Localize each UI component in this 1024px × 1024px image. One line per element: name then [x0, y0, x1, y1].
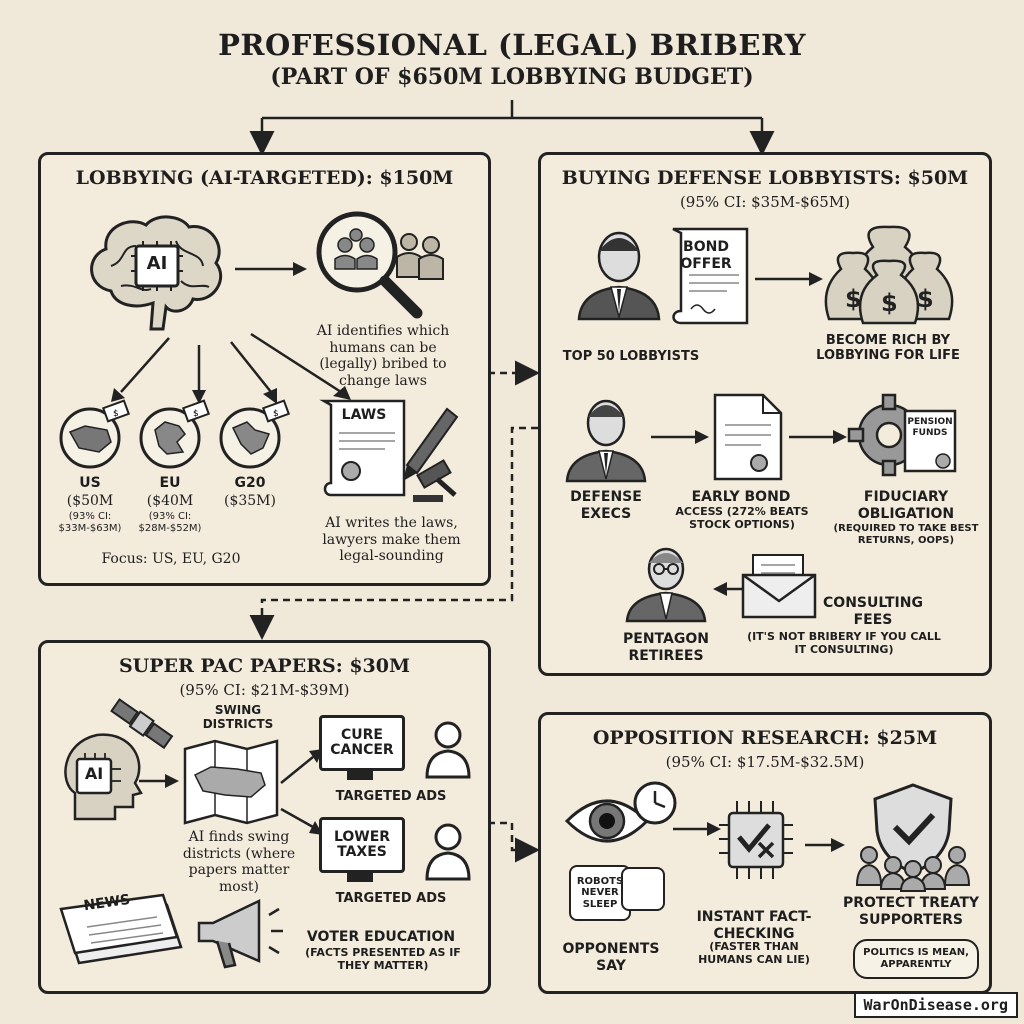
svg-text:$: $: [917, 285, 934, 313]
politics-pill: POLITICS IS MEAN, APPARENTLY: [853, 939, 979, 979]
brain-ai-chip-label: AI: [146, 253, 168, 274]
map-icon: [181, 739, 281, 825]
person-icon: [423, 821, 473, 881]
execs-label: DEFENSE EXECS: [570, 489, 642, 522]
defense-title: BUYING DEFENSE LOBBYISTS: $50M: [561, 167, 969, 189]
opposition-panel: OPPOSITION RESEARCH: $25M (95% CI: $17.5…: [538, 712, 992, 994]
arrow-right-icon: [805, 838, 845, 852]
magnifier-people-icon: [309, 207, 449, 322]
exec-icon: [561, 391, 651, 483]
opposition-title: OPPOSITION RESEARCH: $25M: [592, 727, 938, 749]
targeted-ads-1: TARGETED ADS: [335, 789, 447, 804]
ad-lower-taxes-text: LOWER TAXES: [333, 828, 391, 860]
pension-label: PENSION FUNDS: [907, 417, 953, 438]
defense-ci: (95% CI: $35M-$65M): [679, 193, 851, 211]
region-g20-amount: ($35M): [224, 493, 276, 509]
bond-offer-label: BOND OFFER: [680, 239, 732, 272]
bond-detail: ACCESS (272% BEATS STOCK OPTIONS): [675, 505, 809, 531]
factcheck-detail: (FASTER THAN HUMANS CAN LIE): [698, 940, 810, 966]
svg-text:$: $: [881, 289, 898, 317]
region-us-name: US: [79, 475, 101, 491]
superpac-ci: (95% CI: $21M-$39M): [179, 681, 350, 699]
arrow-right-icon: [789, 430, 847, 444]
person-icon: [423, 719, 473, 779]
lobbyist-icon: [569, 221, 669, 321]
finds-text: AI finds swing districts (where papers m…: [182, 829, 296, 895]
document-icon: [711, 391, 786, 483]
robots-bubble: ROBOTS NEVER SLEEP: [569, 865, 631, 921]
lobbying-panel: LOBBYING (AI-TARGETED): $150M AI: [38, 152, 491, 586]
gear-pension-icon: [847, 391, 964, 483]
monitor-stand-icon: [347, 872, 373, 882]
globe-eu-icon: $: [135, 399, 215, 470]
consulting-title: CONSULTING FEES: [823, 595, 923, 628]
bond-title: EARLY BOND: [691, 489, 791, 505]
laws-label: LAWS: [341, 407, 387, 423]
opponents-label: OPPONENTS SAY: [562, 941, 660, 974]
defense-panel: BUYING DEFENSE LOBBYISTS: $50M (95% CI: …: [538, 152, 992, 676]
ad-cure-cancer-screen: CURE CANCER: [319, 715, 405, 771]
svg-text:$: $: [193, 409, 199, 419]
globe-g20-icon: $: [215, 399, 295, 470]
region-eu-name: EU: [159, 475, 181, 491]
credit-badge[interactable]: WarOnDisease.org: [853, 992, 1018, 1018]
ad-cure-cancer-text: CURE CANCER: [330, 726, 394, 758]
fiduciary-title: FIDUCIARY OBLIGATION: [857, 489, 955, 522]
svg-text:$: $: [113, 409, 119, 419]
ai-head-chip-label: AI: [84, 764, 104, 783]
secondary-bubble: [621, 867, 665, 911]
newspaper-icon: [57, 879, 187, 969]
envelope-icon: [739, 551, 819, 621]
laws-scroll-icon: [319, 395, 469, 507]
fiduciary-detail: (REQUIRED TO TAKE BEST RETURNS, OOPS): [833, 523, 979, 546]
page-subtitle: (PART OF $650M LOBBYING BUDGET): [270, 64, 754, 90]
retiree-icon: [621, 543, 711, 623]
arrow-right-icon: [139, 774, 179, 788]
consulting-detail: (IT'S NOT BRIBERY IF YOU CALL IT CONSULT…: [747, 630, 941, 656]
opposition-ci: (95% CI: $17.5M-$32.5M): [665, 753, 865, 771]
shield-crowd-icon: [853, 781, 973, 892]
arrow-right-icon: [673, 822, 721, 836]
region-eu-amount: ($40M: [146, 493, 194, 509]
ai-head-icon: [55, 723, 155, 823]
region-g20-name: G20: [234, 475, 266, 491]
superpac-panel: SUPER PAC PAPERS: $30M (95% CI: $21M-$39…: [38, 640, 491, 994]
megaphone-icon: [189, 893, 289, 973]
retirees-label: PENTAGON RETIREES: [623, 631, 709, 664]
targeted-ads-2: TARGETED ADS: [335, 891, 447, 906]
satellite-icon: [107, 695, 177, 755]
focus-text: Focus: US, EU, G20: [101, 551, 241, 567]
region-eu-ci: (93% CI: $28M-$52M): [138, 511, 202, 534]
brain-branch-arrows: [111, 332, 351, 404]
page-title: PROFESSIONAL (LEGAL) BRIBERY: [218, 28, 806, 62]
eye-clock-icon: [563, 777, 683, 857]
voter-title: VOTER EDUCATION: [306, 929, 456, 945]
factcheck-title: INSTANT FACT-CHECKING: [696, 909, 812, 942]
globe-us-icon: $: [55, 399, 135, 470]
laws-text: AI writes the laws, lawyers make them le…: [322, 515, 461, 565]
voter-detail: (FACTS PRESENTED AS IF THEY MATTER): [305, 946, 461, 972]
svg-text:$: $: [845, 285, 862, 313]
chip-check-icon: [717, 795, 797, 885]
arrow-right-icon: [651, 430, 709, 444]
brain-ai-icon: [81, 211, 231, 331]
identify-text: AI identifies which humans can be (legal…: [316, 323, 450, 389]
bond-scroll-icon: [667, 225, 757, 335]
arrow-right-icon: [755, 272, 823, 286]
monitor-stand-icon: [347, 770, 373, 780]
top50-label: TOP 50 LOBBYISTS: [562, 349, 700, 364]
money-bags-icon: $ $ $: [819, 219, 959, 329]
protect-label: PROTECT TREATY SUPPORTERS: [842, 895, 980, 928]
lobbying-title: LOBBYING (AI-TARGETED): $150M: [75, 167, 454, 189]
swing-label: SWING DISTRICTS: [202, 703, 274, 732]
region-us-ci: (93% CI: $33M-$63M): [58, 511, 122, 534]
svg-text:$: $: [273, 409, 279, 419]
rich-label: BECOME RICH BY LOBBYING FOR LIFE: [816, 333, 960, 364]
region-us-amount: ($50M: [66, 493, 114, 509]
arrow-right-icon: [235, 262, 307, 276]
ad-lower-taxes-screen: LOWER TAXES: [319, 817, 405, 873]
superpac-title: SUPER PAC PAPERS: $30M: [118, 655, 411, 677]
